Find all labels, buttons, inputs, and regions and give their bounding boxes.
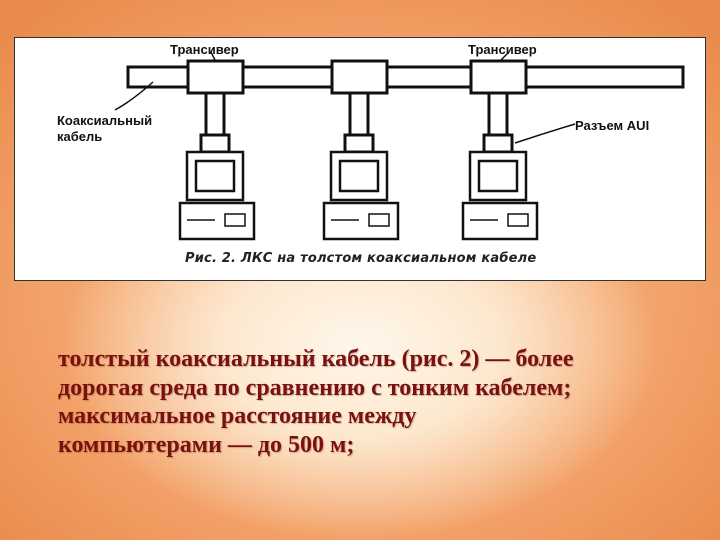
transceiver-2 [330,59,389,95]
leader-line-coax [114,81,154,111]
computer-1 [178,150,256,241]
coax-bus-cable [126,65,685,89]
body-text-line-1: толстый коаксиальный кабель (рис. 2) — б… [58,346,574,372]
figure-caption: Рис. 2. ЛКС на толстом коаксиальном кабе… [185,251,536,266]
aui-connector-2 [343,133,375,154]
label-aui-connector: Разъем AUI [575,118,649,133]
aui-connector-1 [199,133,231,154]
transceiver-3 [469,59,528,95]
drop-cable-1 [204,91,226,137]
body-text-line-2: дорогая среда по сравнению с тонким кабе… [58,374,572,401]
transceiver-1 [186,59,245,95]
label-coax-line2: кабель [57,129,102,144]
label-transceiver-left: Трансивер [170,42,239,57]
body-text: толстый коаксиальный кабель (рис. 2) — б… [58,345,698,459]
diagram-svg: Трансивер Трансивер Коаксиальный кабель … [57,42,685,266]
leader-line-transceiver-left [210,51,216,61]
body-text-line-4: компьютерами — до 500 м; [58,431,355,458]
label-transceiver-right: Трансивер [468,42,537,57]
leader-line-transceiver-right [500,51,510,61]
computer-2 [322,150,400,241]
aui-connector-3 [482,133,514,154]
body-text-line-3: максимальное расстояние между [58,403,417,429]
computer-3 [461,150,539,241]
network-diagram-figure: Трансивер Трансивер Коаксиальный кабель … [14,37,706,281]
drop-cable-2 [348,91,370,137]
drop-cable-3 [487,91,509,137]
leader-line-aui [514,123,576,144]
label-coax-line1: Коаксиальный [57,113,152,128]
